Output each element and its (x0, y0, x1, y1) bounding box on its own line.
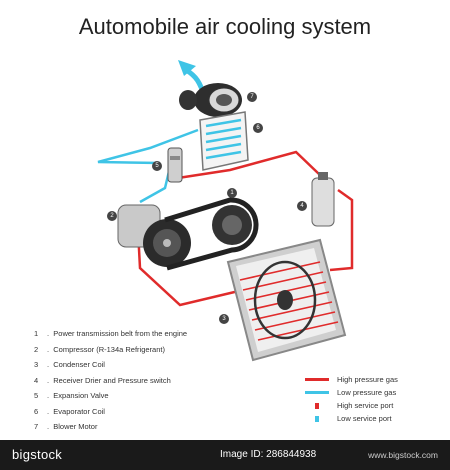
svg-text:1: 1 (230, 190, 234, 196)
high-pressure-lines (136, 150, 354, 307)
list-item: 7. Blower Motor (34, 419, 187, 435)
belt-pulley-icon (164, 197, 259, 271)
list-item-label: Blower Motor (53, 422, 98, 431)
svg-text:3: 3 (222, 316, 226, 322)
list-item-label: Expansion Valve (53, 391, 109, 400)
badge-5: 5 (152, 161, 162, 171)
legend-item-high-service-port: High service port (305, 399, 398, 412)
watermark-brand: bigstock (12, 447, 63, 462)
legend: High pressure gas Low pressure gas High … (305, 373, 398, 425)
svg-text:6: 6 (256, 125, 260, 131)
legend-item-low-pressure: Low pressure gas (305, 386, 398, 399)
badge-6: 6 (253, 123, 263, 133)
legend-label: High pressure gas (337, 375, 398, 384)
evaporator-coil-icon (199, 111, 249, 171)
badge-3: 3 (219, 314, 229, 324)
low-pressure-line-compressor (139, 166, 172, 204)
watermark-image-id: Image ID: 286844938 (220, 449, 317, 460)
low-pressure-swatch-icon (305, 391, 329, 394)
badge-2: 2 (107, 211, 117, 221)
compressor-icon (117, 204, 191, 267)
list-item-number: 2 (34, 344, 39, 354)
list-item-number: 7 (34, 422, 39, 431)
ac-system-illustration: 1 2 3 4 5 6 7 (97, 60, 354, 362)
list-item-label: Power transmission belt from the engine (53, 329, 188, 338)
watermark-url: www.bigstock.com (368, 450, 438, 460)
high-pressure-line-condenser (329, 188, 354, 272)
svg-text:2: 2 (110, 213, 114, 219)
list-item-number: 3 (34, 360, 39, 369)
list-item-label: Evaporator Coil (53, 406, 105, 416)
list-item: 1. Power transmission belt from the engi… (34, 326, 187, 342)
svg-text:4: 4 (300, 203, 304, 209)
component-list: 1. Power transmission belt from the engi… (34, 326, 187, 435)
high-service-port-icon (315, 402, 319, 409)
watermark-bar: bigstock Image ID: 286844938 www.bigstoc… (0, 440, 450, 470)
badge-1: 1 (227, 188, 237, 198)
list-item-label: Compressor (R-134a Refrigerant) (53, 344, 165, 354)
list-item: 4. Receiver Drier and Pressure switch (34, 373, 187, 389)
svg-text:7: 7 (250, 94, 254, 100)
badge-7: 7 (247, 92, 257, 102)
list-item: 5. Expansion Valve (34, 388, 187, 404)
svg-text:5: 5 (155, 163, 159, 169)
low-pressure-lines (97, 128, 199, 204)
list-item: 3. Condenser Coil (34, 357, 187, 373)
diagram-title: Automobile air cooling system (78, 14, 372, 39)
airflow-arrow-head-icon (178, 60, 196, 76)
high-pressure-line-return (136, 229, 244, 307)
list-item-number: 5 (34, 391, 39, 400)
list-item-number: 6 (34, 406, 39, 416)
high-pressure-line-valve (177, 150, 321, 180)
receiver-drier-icon (311, 172, 335, 227)
expansion-valve-icon (167, 147, 183, 183)
list-item-number: 1 (34, 329, 39, 338)
list-item-label: Receiver Drier and Pressure switch (53, 375, 171, 385)
badge-4: 4 (297, 201, 307, 211)
legend-item-low-service-port: Low service port (305, 412, 398, 425)
legend-label: High service port (337, 401, 394, 410)
list-item-label: Condenser Coil (53, 360, 105, 369)
list-item: 6. Evaporator Coil (34, 404, 187, 420)
legend-label: Low service port (337, 414, 392, 423)
blower-motor-icon (179, 83, 242, 117)
low-service-port-icon (315, 415, 319, 422)
legend-item-high-pressure: High pressure gas (305, 373, 398, 386)
list-item-number: 4 (34, 375, 39, 385)
condenser-coil-icon (226, 238, 347, 362)
low-pressure-line-evaporator (97, 128, 199, 165)
high-pressure-swatch-icon (305, 378, 329, 381)
legend-label: Low pressure gas (337, 388, 397, 397)
list-item: 2. Compressor (R-134a Refrigerant) (34, 342, 187, 358)
